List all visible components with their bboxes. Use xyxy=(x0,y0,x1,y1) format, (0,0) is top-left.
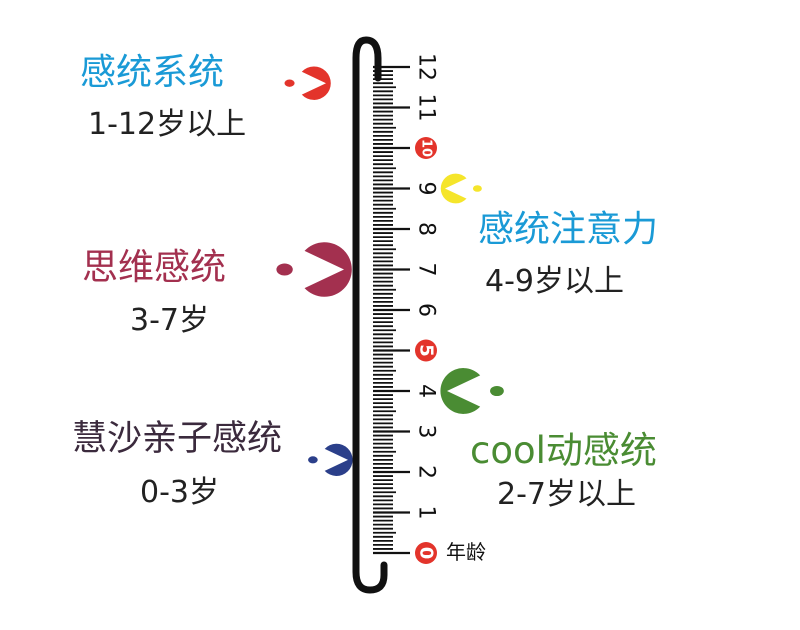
ruler-label: 7 xyxy=(414,263,439,277)
ruler-hook xyxy=(352,36,388,594)
location-marker-icon xyxy=(440,368,511,414)
ruler-label: 3 xyxy=(414,425,439,439)
ruler-label: 5 xyxy=(416,344,437,357)
ruler-label: 11 xyxy=(414,94,439,122)
ruler-label-badge xyxy=(415,137,437,159)
location-marker-icon xyxy=(268,242,352,297)
item-title-sensory-system: 感统系统 xyxy=(80,52,225,93)
item-age-cool: 2-7岁以上 xyxy=(497,477,636,512)
ruler-label: 12 xyxy=(414,53,439,81)
ruler-label: 10 xyxy=(419,139,434,157)
ruler-label: 6 xyxy=(414,303,439,317)
item-age-parent-child: 0-3岁 xyxy=(140,475,219,510)
location-marker-icon xyxy=(303,443,353,476)
location-marker-icon xyxy=(279,66,331,100)
ruler-label: 4 xyxy=(414,384,439,398)
ruler-label: 2 xyxy=(414,465,439,479)
item-title-attention: 感统注意力 xyxy=(478,209,659,250)
item-age-sensory-system: 1-12岁以上 xyxy=(88,107,247,142)
ruler-label-badge xyxy=(415,542,437,564)
ruler-label: 0 xyxy=(416,547,437,560)
location-marker-icon xyxy=(440,173,487,204)
ruler-label-badge xyxy=(415,339,437,362)
ruler-label: 1 xyxy=(414,506,439,520)
item-title-parent-child: 慧沙亲子感统 xyxy=(72,419,283,459)
ruler-label: 8 xyxy=(414,222,439,236)
item-age-thinking: 3-7岁 xyxy=(130,303,209,338)
item-title-thinking: 思维感统 xyxy=(82,247,227,288)
item-title-cool: cool动感统 xyxy=(470,429,657,472)
ruler-label: 9 xyxy=(414,182,439,196)
item-age-attention: 4-9岁以上 xyxy=(485,264,624,299)
ruler-unit-label: 年龄 xyxy=(446,540,486,564)
